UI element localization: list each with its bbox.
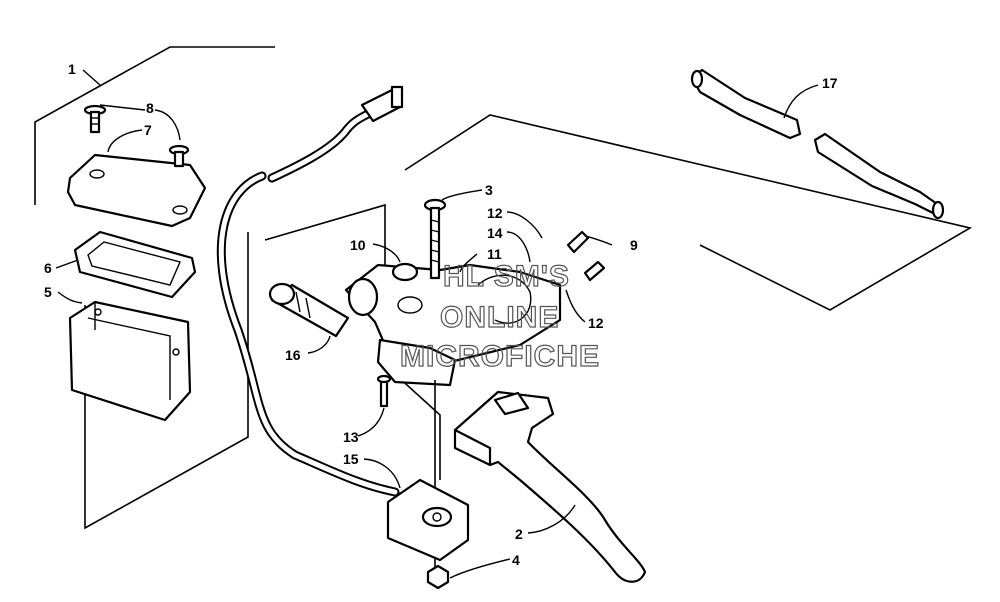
brake-lever	[453, 390, 647, 583]
clamp-block	[386, 478, 470, 562]
master-cylinder-body	[344, 263, 562, 387]
callout-6: 6	[44, 260, 52, 276]
callout-3: 3	[485, 182, 493, 198]
callout-5: 5	[44, 284, 52, 300]
brake-hose	[216, 171, 400, 497]
callout-12-top: 12	[487, 205, 503, 221]
cap-screw	[83, 104, 190, 168]
callout-14: 14	[487, 225, 503, 241]
callout-4: 4	[512, 552, 520, 568]
reservoir-cap	[66, 153, 207, 228]
callout-labels: 1 2 3 4 5 6 7 8 9 10 11 12 12 13 14 15 1…	[44, 61, 838, 568]
switch-wire	[267, 85, 404, 183]
callout-7: 7	[144, 122, 152, 138]
nut	[426, 564, 450, 590]
watermark-line-2: ONLINE	[440, 301, 559, 334]
callout-9: 9	[630, 237, 638, 253]
watermark-line-3: MICROFICHE	[400, 340, 600, 373]
callout-11: 11	[487, 246, 502, 262]
callout-1: 1	[68, 61, 76, 77]
cable-group-frame	[404, 114, 973, 311]
pivot-screw	[376, 374, 392, 408]
switch-screw	[566, 230, 606, 282]
cable-assembly	[690, 68, 945, 220]
callout-8: 8	[146, 100, 154, 116]
callout-12-bottom: 12	[588, 315, 604, 331]
callout-15: 15	[343, 451, 359, 467]
reservoir-body	[68, 300, 192, 422]
callout-10: 10	[350, 237, 366, 253]
callout-2: 2	[515, 526, 523, 542]
reservoir-diaphragm	[73, 230, 197, 299]
callout-13: 13	[343, 429, 359, 445]
callout-16: 16	[285, 347, 301, 363]
watermark: HL SM'S ONLINE MICROFICHE	[399, 259, 600, 373]
watermark-line-1: HL SM'S	[443, 260, 570, 293]
callout-leaders	[55, 69, 819, 579]
reservoir-group-bracket	[34, 46, 275, 530]
piston	[268, 282, 350, 338]
o-ring	[391, 262, 419, 282]
callout-17: 17	[822, 75, 838, 91]
